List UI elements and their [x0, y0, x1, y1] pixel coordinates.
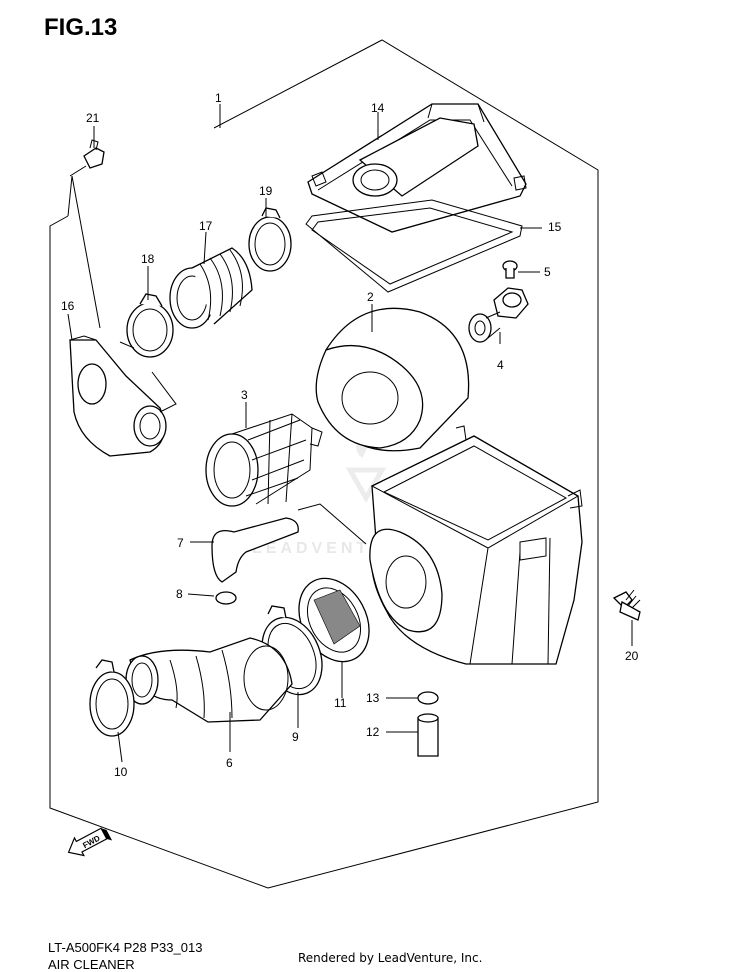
clamp-lower	[89, 659, 135, 737]
callout-21: 21	[86, 111, 100, 125]
callout-6: 6	[226, 756, 233, 770]
callout-15: 15	[548, 220, 562, 234]
callout-9: 9	[292, 730, 299, 744]
callout-7: 7	[177, 536, 184, 550]
section-name: AIR CLEANER	[48, 957, 135, 972]
air-box-cover	[307, 103, 527, 233]
drain-plug	[468, 287, 529, 343]
callout-20: 20	[625, 649, 639, 663]
air-box-case	[369, 425, 583, 665]
callout-16: 16	[61, 299, 75, 313]
callout-4: 4	[497, 358, 504, 372]
leader-lines	[67, 104, 633, 763]
breather-hose	[211, 517, 299, 583]
callout-1: 1	[215, 91, 222, 105]
clamp-upper	[248, 207, 292, 272]
grommet-clip	[83, 139, 105, 169]
figure-title: FIG.13	[44, 14, 118, 41]
outlet-duct	[69, 335, 167, 457]
hose-clip	[215, 591, 237, 605]
callout-labels: 1 2 3 4 5 6 7 8 9 10 11 12 13 14 15 16 1…	[61, 91, 639, 779]
model-code: LT-A500FK4 P28 P33_013	[48, 940, 203, 955]
callout-14: 14	[371, 101, 385, 115]
callout-8: 8	[176, 587, 183, 601]
render-credit: Rendered by LeadVenture, Inc.	[298, 951, 483, 965]
drain-tube	[417, 713, 439, 757]
callout-10: 10	[114, 765, 128, 779]
callout-5: 5	[544, 265, 551, 279]
cover-screw	[502, 260, 518, 279]
small-clip	[417, 691, 439, 705]
callout-12: 12	[366, 725, 380, 739]
assembly-frame	[49, 39, 599, 889]
callout-2: 2	[367, 290, 374, 304]
filter-element	[315, 307, 470, 452]
callout-13: 13	[366, 691, 380, 705]
callout-19: 19	[259, 184, 273, 198]
callout-3: 3	[241, 388, 248, 402]
case-bolt	[612, 589, 641, 621]
filter-cage	[205, 413, 323, 507]
callout-11: 11	[334, 696, 347, 710]
clamp-left	[126, 293, 174, 358]
intake-bellows	[169, 247, 253, 329]
callout-18: 18	[141, 252, 155, 266]
intake-tube	[125, 637, 293, 723]
cover-gasket	[305, 199, 523, 293]
callout-17: 17	[199, 219, 213, 233]
